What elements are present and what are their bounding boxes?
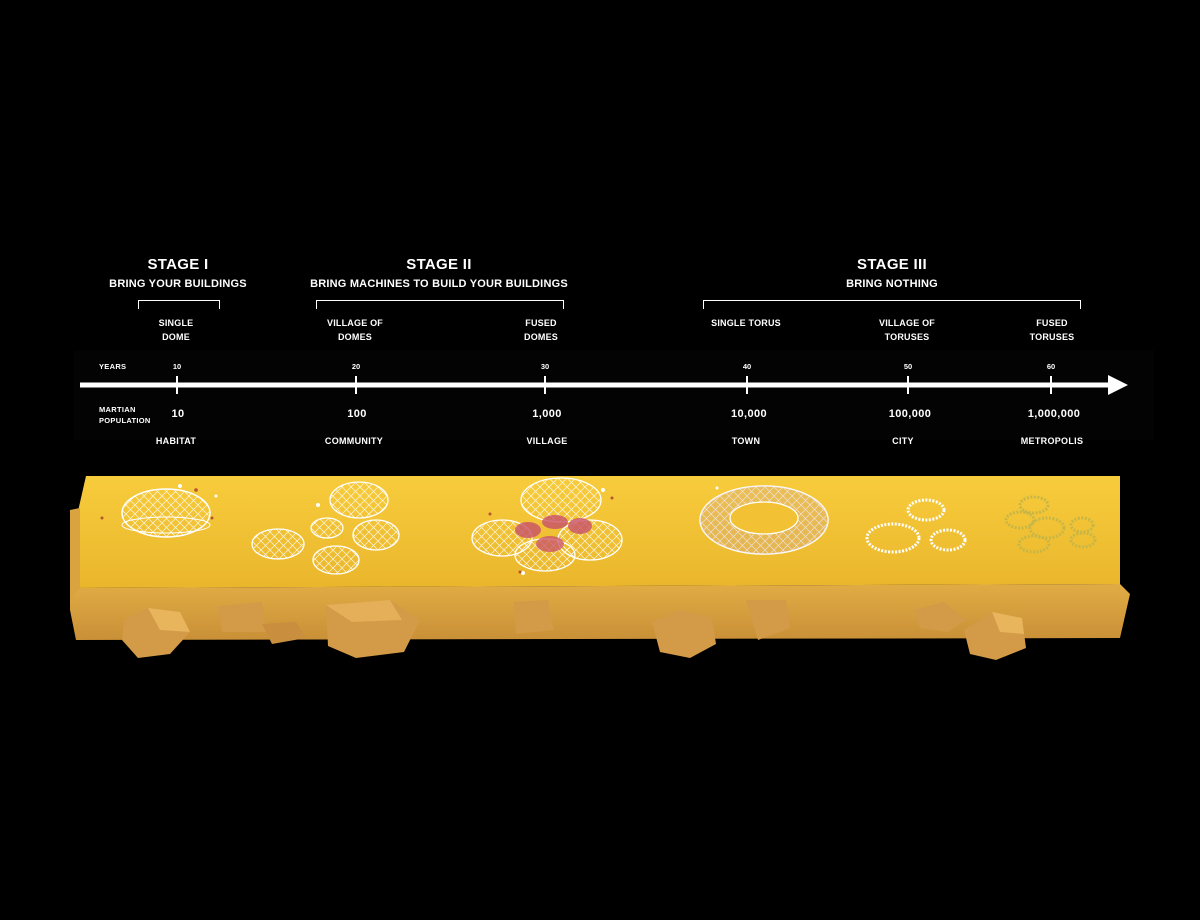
stage-1-title: STAGE I	[147, 256, 209, 273]
stage-2-title: STAGE II	[406, 256, 472, 273]
settlement-name: TOWN	[731, 436, 761, 446]
year-value: 60	[1046, 362, 1056, 371]
stage-3-bracket	[703, 300, 1081, 309]
fused-toruses-icon	[1004, 495, 1097, 554]
year-tick	[176, 376, 178, 394]
timeline-band	[74, 350, 1154, 440]
year-tick	[746, 376, 748, 394]
stage-2-bracket	[316, 300, 564, 309]
settlement-name: HABITAT	[155, 436, 197, 446]
settlement-name: METROPOLIS	[1020, 436, 1084, 446]
stage-3-subtitle: BRING NOTHING	[846, 278, 938, 290]
settlement-name: COMMUNITY	[324, 436, 384, 446]
year-value: 40	[742, 362, 752, 371]
village-of-domes-icon	[251, 481, 400, 575]
year-tick	[355, 376, 357, 394]
settlement-name: VILLAGE	[526, 436, 568, 446]
milestone-label: SINGLE TORUS	[711, 318, 781, 328]
population-value: 100,000	[888, 408, 932, 420]
population-value: 10,000	[730, 408, 768, 420]
stage-1-bracket	[138, 300, 220, 309]
stage-1-subtitle: BRING YOUR BUILDINGS	[109, 278, 247, 290]
right-arrow-icon	[80, 375, 1128, 395]
years-label: YEARS	[99, 362, 127, 371]
population-value: 1,000	[532, 408, 562, 420]
year-tick	[907, 376, 909, 394]
mars-terrain-illustration	[70, 476, 1130, 660]
year-value: 30	[540, 362, 550, 371]
population-value: 10	[171, 408, 185, 420]
single-torus-icon	[699, 485, 829, 555]
year-tick	[1050, 376, 1052, 394]
year-value: 10	[172, 362, 182, 371]
rocks	[122, 600, 1026, 660]
year-value: 20	[351, 362, 361, 371]
single-dome-icon	[121, 488, 211, 538]
population-value: 1,000,000	[1027, 408, 1081, 420]
village-of-toruses-icon	[865, 498, 967, 554]
year-tick	[544, 376, 546, 394]
fused-domes-icon	[471, 477, 623, 572]
debris-dots	[178, 484, 719, 575]
settlement-name: CITY	[892, 436, 914, 446]
stage-3-title: STAGE III	[857, 256, 927, 273]
stage-2-subtitle: BRING MACHINES TO BUILD YOUR BUILDINGS	[310, 278, 568, 290]
population-value: 100	[347, 408, 367, 420]
year-value: 50	[903, 362, 913, 371]
